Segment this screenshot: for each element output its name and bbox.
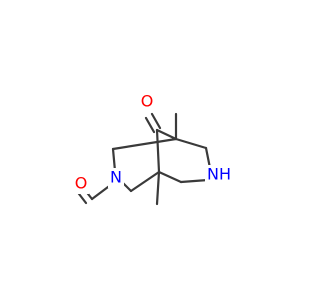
bond-amide-n-to-lower-left-ch2: [121, 181, 133, 193]
bond-bridge-to-lower-bridgehead: [155, 128, 161, 174]
structure-svg: O N NH O: [73, 92, 233, 206]
formyl-oxygen-label-bg: [73, 174, 89, 194]
bond-nh-to-lower-right-ch2: [179, 178, 210, 184]
bond-bridge-carbonyl-double-1: [150, 112, 162, 130]
bond-upper-bridgehead-to-right-ch2: [174, 137, 208, 150]
amide-nitrogen-label-bg: [108, 168, 124, 188]
amine-nitrogen-label: NH: [207, 165, 231, 184]
bond-lower-right-ch2-to-lower-bridgehead: [157, 170, 183, 184]
carbonyl-oxygen-label-bg: [139, 92, 155, 112]
bond-left-ch2-to-amide-n: [111, 147, 117, 173]
carbonyl-oxygen-label: O: [141, 92, 154, 111]
bond-lower-left-ch2-to-lower-bridgehead: [129, 170, 161, 193]
formyl-oxygen-label: O: [75, 174, 88, 193]
bond-right-ch2-to-nh: [204, 146, 212, 170]
molecule-diagram: O N NH O: [73, 92, 233, 206]
bond-layer: [74, 112, 212, 206]
amide-nitrogen-label: N: [110, 168, 122, 187]
amine-nitrogen-label-bg: [205, 165, 233, 185]
bond-bridge-carbonyl-double-2: [144, 116, 156, 134]
bond-upper-bridgehead-to-left-ch2: [111, 137, 178, 151]
bond-bridge-to-upper-bridgehead: [155, 128, 178, 141]
bond-lower-methyl: [155, 170, 161, 206]
atom-label-layer: O N NH O: [73, 92, 233, 194]
